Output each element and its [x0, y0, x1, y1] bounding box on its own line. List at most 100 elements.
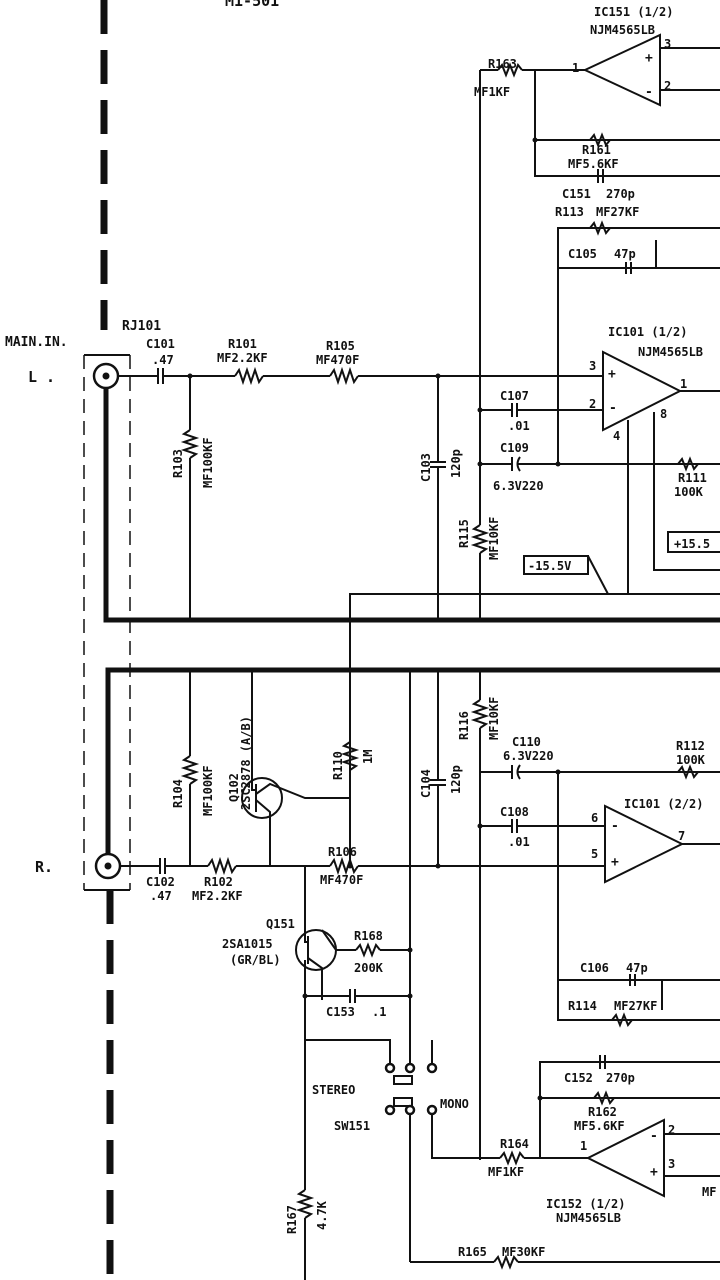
r104-value: MF100KF	[201, 765, 215, 816]
svg-text:MF27KF: MF27KF	[614, 999, 657, 1013]
svg-text:C101: C101	[146, 337, 175, 351]
r104-ref: R104	[171, 779, 185, 808]
svg-text:.01: .01	[508, 835, 530, 849]
svg-text:R164: R164	[500, 1137, 529, 1151]
svg-text:1: 1	[572, 61, 579, 75]
svg-text:200K: 200K	[354, 961, 384, 975]
svg-text:R112: R112	[676, 739, 705, 753]
svg-text:-: -	[611, 819, 619, 834]
svg-text:2: 2	[664, 79, 671, 93]
svg-text:NJM4565LB: NJM4565LB	[556, 1211, 621, 1225]
svg-text:R116: R116	[457, 711, 471, 740]
c101-capacitor: C101 .47	[146, 337, 175, 384]
svg-text:NJM4565LB: NJM4565LB	[638, 345, 703, 359]
svg-text:R101: R101	[228, 337, 257, 351]
svg-text:R161: R161	[582, 143, 611, 157]
svg-text:C106: C106	[580, 961, 609, 975]
svg-text:NJM4565LB: NJM4565LB	[590, 23, 655, 37]
svg-text:3: 3	[664, 37, 671, 51]
junction-dots	[187, 137, 561, 1101]
ic152-stage: R164 MF1KF 1 2 3 - + IC152 (1/2) NJM4565…	[410, 1055, 720, 1270]
svg-text:R162: R162	[588, 1105, 617, 1119]
svg-text:MF1KF: MF1KF	[488, 1165, 524, 1179]
svg-text:1: 1	[580, 1139, 587, 1153]
svg-text:R113: R113	[555, 205, 584, 219]
svg-text:47p: 47p	[626, 961, 648, 975]
svg-text:.47: .47	[150, 889, 172, 903]
svg-text:6.3V220: 6.3V220	[503, 749, 554, 763]
power-neg: -15.5V	[528, 559, 571, 573]
svg-text:C110: C110	[512, 735, 541, 749]
svg-text:2SA1015: 2SA1015	[222, 937, 273, 951]
svg-text:R114: R114	[568, 999, 597, 1013]
connector-name: MAIN.IN.	[5, 335, 68, 350]
svg-text:3: 3	[668, 1157, 675, 1171]
svg-text:.47: .47	[152, 353, 174, 367]
ic151-stage: R163 MF1KF 1 3 2 + - IC151 (1/2) NJM4565…	[474, 5, 720, 201]
svg-text:R167: R167	[285, 1205, 299, 1234]
svg-text:MF27KF: MF27KF	[596, 205, 639, 219]
svg-text:Q102: Q102	[227, 773, 241, 802]
header-partial: M1-501	[225, 0, 279, 10]
svg-text:4.7K: 4.7K	[315, 1200, 329, 1230]
svg-text:C104: C104	[419, 769, 433, 798]
jack-left	[92, 362, 120, 390]
svg-text:MF2.2KF: MF2.2KF	[192, 889, 243, 903]
svg-text:100K: 100K	[674, 485, 704, 499]
svg-text:MF1KF: MF1KF	[474, 85, 510, 99]
right-channel: C102 .47 R102 MF2.2KF R106 MF470F R104 M…	[120, 670, 720, 1160]
svg-text:1M: 1M	[361, 750, 375, 764]
connector-left-label: L .	[28, 368, 55, 386]
svg-text:C152: C152	[564, 1071, 593, 1085]
svg-text:+: +	[608, 367, 616, 382]
svg-text:IC152 (1/2): IC152 (1/2)	[546, 1197, 625, 1211]
ground-rail-right	[105, 667, 720, 854]
switch-ref: SW151	[334, 1119, 370, 1133]
svg-text:MF: MF	[702, 1185, 716, 1199]
svg-text:2: 2	[668, 1123, 675, 1137]
svg-text:Q151: Q151	[266, 917, 295, 931]
svg-text:C107: C107	[500, 389, 529, 403]
svg-text:.01: .01	[508, 419, 530, 433]
svg-text:2: 2	[589, 397, 596, 411]
svg-text:IC151 (1/2): IC151 (1/2)	[594, 5, 673, 19]
c103-ref: C103	[419, 453, 433, 482]
svg-text:IC101 (1/2): IC101 (1/2)	[608, 325, 687, 339]
svg-text:270p: 270p	[606, 187, 635, 201]
svg-text:MF2.2KF: MF2.2KF	[217, 351, 268, 365]
c103-value: 120p	[449, 449, 463, 478]
svg-text:120p: 120p	[449, 765, 463, 794]
svg-text:C105: C105	[568, 247, 597, 261]
svg-text:R106: R106	[328, 845, 357, 859]
svg-text:C102: C102	[146, 875, 175, 889]
svg-text:C151: C151	[562, 187, 591, 201]
q102-transistor	[241, 777, 283, 819]
svg-text:+: +	[650, 1165, 658, 1180]
svg-text:7: 7	[678, 829, 685, 843]
svg-text:R163: R163	[488, 57, 517, 71]
connector-ref: RJ101	[122, 319, 161, 334]
svg-text:.1: .1	[372, 1005, 386, 1019]
svg-text:8: 8	[660, 407, 667, 421]
connector-rj101: RJ101 MAIN.IN. L . R.	[5, 319, 161, 891]
svg-text:R111: R111	[678, 471, 707, 485]
left-channel: C101 .47 R101 MF2.2KF R105 MF470F R103 M…	[118, 70, 720, 866]
svg-text:5: 5	[591, 847, 598, 861]
r115-value: MF10KF	[487, 517, 501, 560]
jack-right	[94, 852, 122, 880]
svg-text:6.3V220: 6.3V220	[493, 479, 544, 493]
svg-text:IC101 (2/2): IC101 (2/2)	[624, 797, 703, 811]
svg-text:MF5.6KF: MF5.6KF	[568, 157, 619, 171]
svg-text:+: +	[611, 855, 619, 870]
svg-text:2SC2878 (A/B): 2SC2878 (A/B)	[239, 716, 253, 810]
svg-text:3: 3	[589, 359, 596, 373]
svg-text:R105: R105	[326, 339, 355, 353]
switch-mono-label: MONO	[440, 1097, 469, 1111]
svg-text:100K: 100K	[676, 753, 706, 767]
ground-rail-left	[103, 388, 720, 623]
svg-text:-: -	[645, 85, 653, 100]
svg-text:4: 4	[613, 429, 620, 443]
svg-text:MF470F: MF470F	[316, 353, 359, 367]
svg-text:1: 1	[680, 377, 687, 391]
